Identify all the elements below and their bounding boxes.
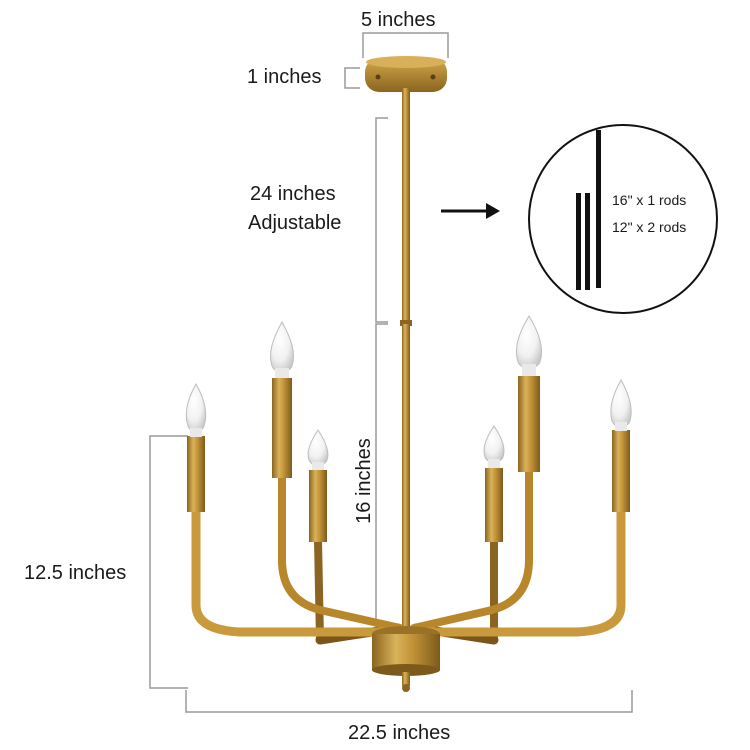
total-width-label: 22.5 inches xyxy=(348,722,451,744)
canopy xyxy=(365,56,447,98)
body-height-bracket xyxy=(375,323,388,640)
candle-bulb-icon xyxy=(483,425,505,463)
candle-left-short xyxy=(307,429,329,542)
total-width-bracket xyxy=(185,690,633,713)
right-arrow-icon xyxy=(441,203,500,219)
candle-right-tall xyxy=(515,315,543,472)
candles xyxy=(185,315,632,542)
arm-height-label: 12.5 inches xyxy=(24,562,127,584)
dimension-lines xyxy=(149,32,633,713)
long-rod-shape xyxy=(596,130,601,288)
candle-bulb-icon xyxy=(515,315,543,369)
rods-inset xyxy=(528,124,718,314)
candle-bulb-icon xyxy=(610,378,632,428)
candle-bulb-icon xyxy=(269,320,295,373)
rod-adjustable-label: Adjustable xyxy=(248,212,342,234)
candle-bulb-icon xyxy=(307,429,329,466)
canopy-height-label: 1 inches xyxy=(247,66,322,88)
short-rods-label: 12" x 2 rods xyxy=(612,219,687,235)
short-rod-shape-1 xyxy=(576,193,581,290)
downrod-upper xyxy=(402,96,410,322)
candle-right-short xyxy=(483,425,505,542)
candle-far-right xyxy=(610,378,632,512)
downrod-lower xyxy=(402,324,410,634)
canopy-width-label: 5 inches xyxy=(361,9,436,31)
center-hub xyxy=(372,626,440,692)
rod-length-label: 24 inches xyxy=(250,183,336,205)
candle-far-left xyxy=(185,382,207,512)
arm-height-bracket xyxy=(149,435,188,689)
rod-length-bracket xyxy=(375,117,388,323)
candle-bulb-icon xyxy=(185,382,207,433)
short-rod-shape-2 xyxy=(585,193,590,290)
canopy-height-bracket xyxy=(344,67,360,89)
canopy-width-bracket xyxy=(362,32,449,40)
body-height-label: 16 inches xyxy=(353,438,375,524)
arms xyxy=(191,376,626,645)
candle-left-tall xyxy=(269,320,295,478)
downrod-joint xyxy=(400,320,412,326)
long-rods-label: 16" x 1 rods xyxy=(612,192,687,208)
